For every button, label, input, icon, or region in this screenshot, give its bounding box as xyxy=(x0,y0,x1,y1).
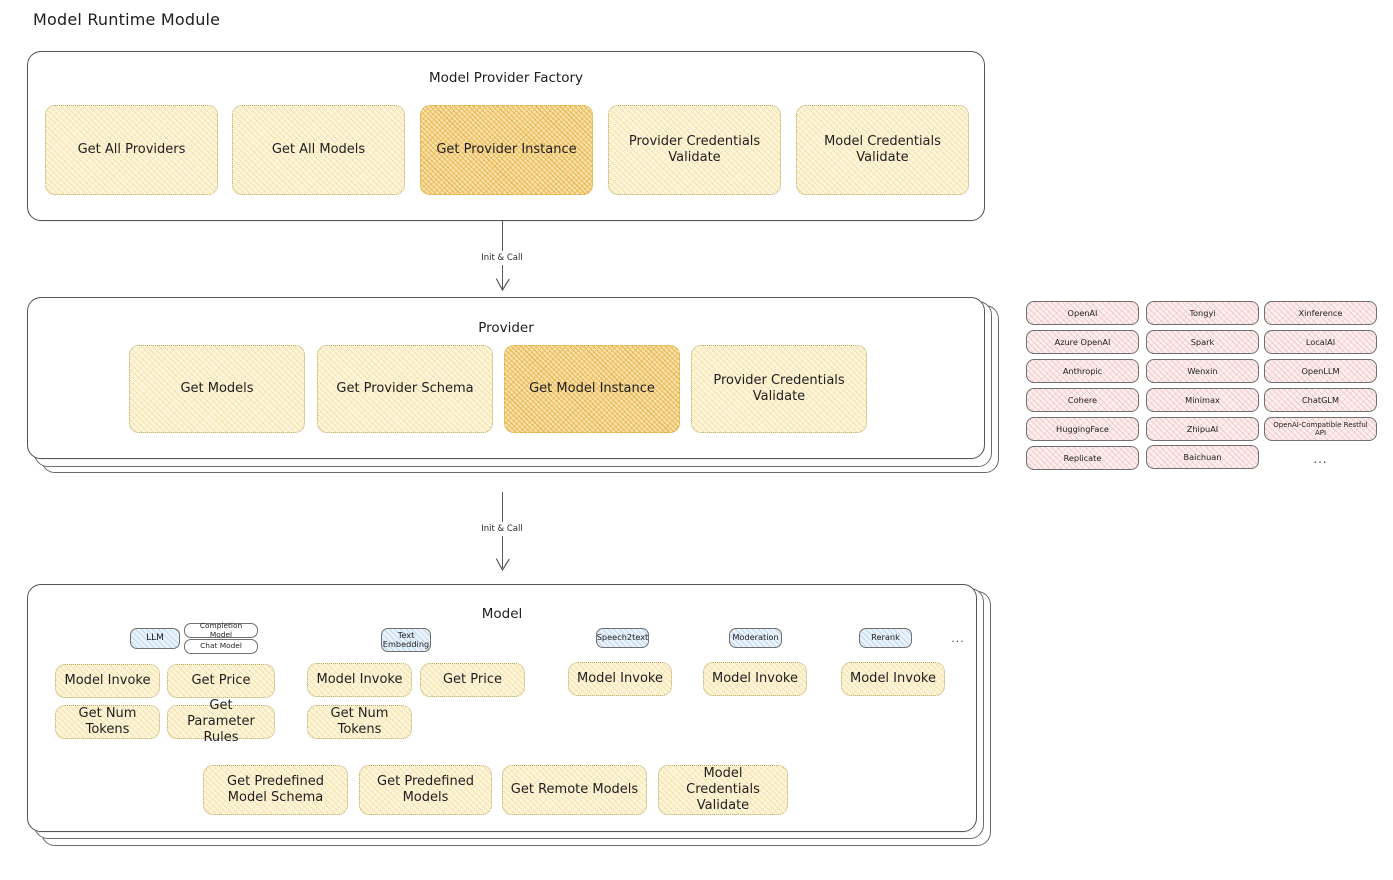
provider-pill-openllm[interactable]: OpenLLM xyxy=(1264,359,1377,383)
arrow-factory-to-provider-lower xyxy=(502,265,504,290)
llm-method-get-num-tokens[interactable]: Get Num Tokens xyxy=(55,705,160,739)
provider-pill-anthropic[interactable]: Anthropic xyxy=(1026,359,1139,383)
rerank-method-model-invoke[interactable]: Model Invoke xyxy=(841,662,945,696)
speech2text-method-model-invoke[interactable]: Model Invoke xyxy=(568,662,672,696)
provider-pill-openai[interactable]: OpenAI xyxy=(1026,301,1139,325)
arrow-factory-to-provider-upper xyxy=(502,221,504,251)
text-embedding-method-model-invoke[interactable]: Model Invoke xyxy=(307,663,412,697)
provider-method-get-provider-schema[interactable]: Get Provider Schema xyxy=(317,345,493,433)
provider-pill-zhipuai[interactable]: ZhipuAI xyxy=(1146,417,1259,441)
factory-method-model-credentials-validate[interactable]: Model Credentials Validate xyxy=(796,105,969,195)
text-embedding-method-get-num-tokens[interactable]: Get Num Tokens xyxy=(307,705,412,739)
llm-method-get-price[interactable]: Get Price xyxy=(167,664,275,698)
factory-method-get-all-models[interactable]: Get All Models xyxy=(232,105,405,195)
model-type-badge-text-embedding[interactable]: Text Embedding xyxy=(381,628,431,652)
factory-method-get-provider-instance[interactable]: Get Provider Instance xyxy=(420,105,593,195)
provider-pill-replicate[interactable]: Replicate xyxy=(1026,446,1139,470)
model-type-badge-speech2text[interactable]: Speech2text xyxy=(596,628,649,648)
provider-pill-spark[interactable]: Spark xyxy=(1146,330,1259,354)
arrow-provider-to-model-lower xyxy=(502,536,504,568)
factory-method-get-all-providers[interactable]: Get All Providers xyxy=(45,105,218,195)
model-type-badge-moderation[interactable]: Moderation xyxy=(729,628,782,648)
provider-pill-tongyi[interactable]: Tongyi xyxy=(1146,301,1259,325)
model-method-get-predefined-model-schema[interactable]: Get Predefined Model Schema xyxy=(203,765,348,815)
provider-pill-localai[interactable]: LocalAI xyxy=(1264,330,1377,354)
factory-method-provider-credentials-validate[interactable]: Provider Credentials Validate xyxy=(608,105,781,195)
provider-pill-openai-compatible-restful-api[interactable]: OpenAI-Compatible Restful API xyxy=(1264,417,1377,441)
provider-pill-baichuan[interactable]: Baichuan xyxy=(1146,445,1259,469)
model-method-model-credentials-validate[interactable]: Model Credentials Validate xyxy=(658,765,788,815)
provider-method-provider-credentials-validate[interactable]: Provider Credentials Validate xyxy=(691,345,867,433)
provider-title: Provider xyxy=(478,320,534,336)
provider-pill-huggingface[interactable]: HuggingFace xyxy=(1026,417,1139,441)
provider-pill-chatglm[interactable]: ChatGLM xyxy=(1264,388,1377,412)
provider-pill-xinference[interactable]: Xinference xyxy=(1264,301,1377,325)
arrowhead-icon-2 xyxy=(495,558,510,572)
arrow-label-init-and-call-1: Init & Call xyxy=(481,253,523,263)
arrow-provider-to-model-upper xyxy=(502,492,504,522)
provider-pill-wenxin[interactable]: Wenxin xyxy=(1146,359,1259,383)
llm-method-model-invoke[interactable]: Model Invoke xyxy=(55,664,160,698)
model-method-get-remote-models[interactable]: Get Remote Models xyxy=(502,765,647,815)
provider-method-get-model-instance[interactable]: Get Model Instance xyxy=(504,345,680,433)
model-subtag-completion-model[interactable]: Completion Model xyxy=(184,621,258,638)
provider-list-more-ellipsis: ... xyxy=(1313,452,1328,466)
arrowhead-icon-1 xyxy=(495,278,510,292)
provider-pill-azure-openai[interactable]: Azure OpenAI xyxy=(1026,330,1139,354)
page-title: Model Runtime Module xyxy=(33,10,221,29)
model-provider-factory-title: Model Provider Factory xyxy=(428,70,583,86)
provider-method-get-models[interactable]: Get Models xyxy=(129,345,305,433)
model-subtag-chat-model[interactable]: Chat Model xyxy=(184,639,258,654)
provider-pill-cohere[interactable]: Cohere xyxy=(1026,388,1139,412)
model-title: Model xyxy=(481,606,523,622)
model-type-badge-llm[interactable]: LLM xyxy=(130,628,180,649)
arrow-label-init-and-call-2: Init & Call xyxy=(481,524,523,534)
text-embedding-method-get-price[interactable]: Get Price xyxy=(420,663,525,697)
moderation-method-model-invoke[interactable]: Model Invoke xyxy=(703,662,807,696)
model-method-get-predefined-models[interactable]: Get Predefined Models xyxy=(359,765,492,815)
llm-method-get-parameter-rules[interactable]: Get Parameter Rules xyxy=(167,698,275,745)
provider-pill-minimax[interactable]: Minimax xyxy=(1146,388,1259,412)
model-types-more-ellipsis: ... xyxy=(951,631,965,645)
llm-method-model-invoke-label: Model Invoke xyxy=(64,673,151,689)
model-type-badge-rerank[interactable]: Rerank xyxy=(859,628,912,648)
